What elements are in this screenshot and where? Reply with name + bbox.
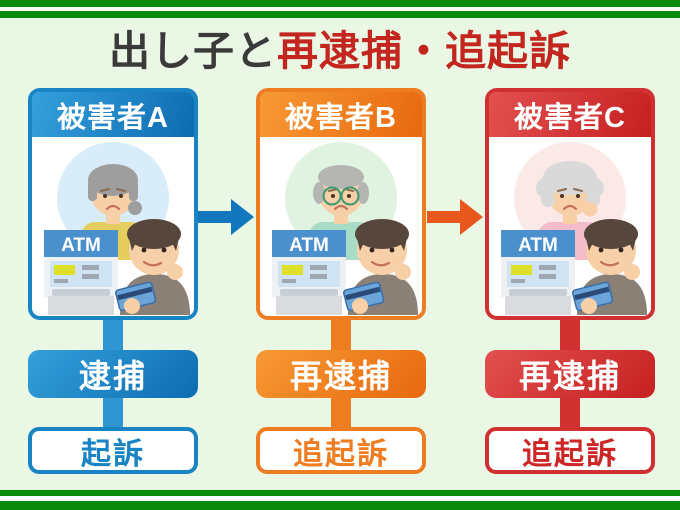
- victim-a-illustration: ATM: [32, 137, 194, 316]
- title-black-part: 出し子と: [109, 28, 277, 74]
- connector-arrest-to-charge: [103, 392, 123, 434]
- connector-arrest-to-charge: [560, 392, 580, 434]
- bottom-border-stripes: [0, 490, 680, 510]
- connector-card-to-arrest: [331, 308, 351, 356]
- charge-label-b: 追起訴: [256, 427, 426, 474]
- victim-b-column: 被害者B ATM: [256, 0, 426, 510]
- charge-label-a: 起訴: [28, 427, 198, 474]
- victim-a-card-header: 被害者A: [32, 92, 194, 137]
- svg-text:ATM: ATM: [289, 235, 329, 256]
- svg-text:ATM: ATM: [518, 235, 558, 256]
- arrow-right-icon: [198, 199, 254, 235]
- arrest-label-b: 再逮捕: [256, 350, 426, 398]
- top-border-stripes: [0, 0, 680, 18]
- victim-b-card-header: 被害者B: [260, 92, 422, 137]
- title-red-part: 再逮捕・追起訴: [277, 28, 571, 74]
- svg-text:ATM: ATM: [61, 235, 101, 256]
- connector-card-to-arrest: [560, 308, 580, 356]
- victim-a-column: 被害者A ATM: [28, 0, 198, 510]
- page-title: 出し子と再逮捕・追起訴: [0, 26, 680, 77]
- arrest-label-c: 再逮捕: [485, 350, 655, 398]
- victim-a-card: 被害者A ATM: [28, 88, 198, 320]
- charge-label-c: 追起訴: [485, 427, 655, 474]
- victim-c-column: 被害者C ATM: [485, 0, 655, 510]
- victim-c-card: 被害者C ATM: [485, 88, 655, 320]
- victim-b-card: 被害者B ATM: [256, 88, 426, 320]
- connector-arrest-to-charge: [331, 392, 351, 434]
- arrow-right-icon: [427, 199, 483, 235]
- connector-card-to-arrest: [103, 308, 123, 356]
- victim-c-illustration: ATM: [489, 137, 651, 316]
- arrest-label-a: 逮捕: [28, 350, 198, 398]
- victim-c-card-header: 被害者C: [489, 92, 651, 137]
- victim-b-illustration: ATM: [260, 137, 422, 316]
